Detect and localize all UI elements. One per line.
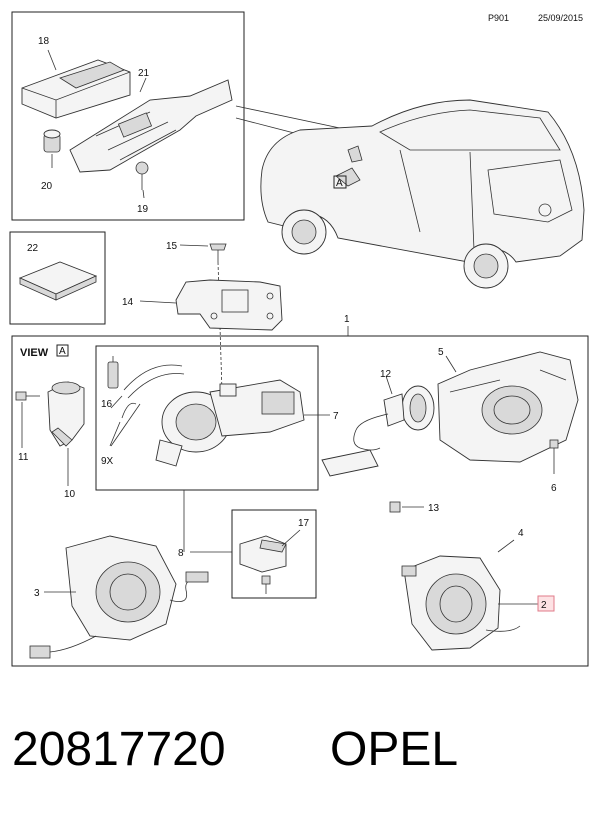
part-3-clock-spring xyxy=(29,535,209,659)
car-illustration xyxy=(260,99,585,289)
callout-2-highlight xyxy=(537,595,555,612)
page-code: P901 xyxy=(488,13,509,23)
part-number: 20817720 xyxy=(12,723,226,776)
callout-5: 5 xyxy=(438,347,444,358)
callout-21: 21 xyxy=(138,68,150,79)
part-5-steering-column-module xyxy=(437,351,579,463)
callout-8: 8 xyxy=(178,548,184,559)
callout-9x: 9X xyxy=(101,456,114,467)
callout-17: 17 xyxy=(298,518,310,529)
part-21-bracket xyxy=(69,79,233,173)
part-18-module xyxy=(21,59,131,119)
inset-box-22 xyxy=(9,231,106,325)
view-marker: A xyxy=(59,346,66,357)
view-a-box xyxy=(11,335,589,667)
part-17-switch xyxy=(239,535,287,594)
part-4-clock-spring-assembly xyxy=(401,555,521,651)
diagram-date: 25/09/2015 xyxy=(538,13,583,23)
callout-1: 1 xyxy=(344,314,350,325)
brand-name: OPEL xyxy=(330,723,458,776)
inset-box-part-7 xyxy=(95,345,319,491)
part-12-coil-harness xyxy=(321,385,435,477)
part-13-screw xyxy=(389,501,401,513)
part-14-bracket xyxy=(175,279,283,331)
view-a-marker-car: A xyxy=(333,175,347,189)
part-11-screw xyxy=(15,391,40,401)
view-marker-box xyxy=(56,344,69,357)
callout-13: 13 xyxy=(428,503,440,514)
part-19-screw xyxy=(135,161,149,190)
callout-3: 3 xyxy=(34,588,40,599)
callout-10: 10 xyxy=(64,489,76,500)
callout-18: 18 xyxy=(38,36,50,47)
callout-7: 7 xyxy=(333,411,339,422)
view-label: VIEW xyxy=(20,347,49,359)
part-9x-band xyxy=(121,364,185,419)
callout-19: 19 xyxy=(137,204,149,215)
svg-text:A: A xyxy=(336,178,343,189)
callout-4: 4 xyxy=(518,528,524,539)
callout-22: 22 xyxy=(27,243,39,254)
inset-box-module xyxy=(11,11,245,221)
part-10-lock-cylinder xyxy=(47,381,85,447)
inset-box-part-17 xyxy=(231,509,317,599)
callout-15: 15 xyxy=(166,241,178,252)
callout-16: 16 xyxy=(101,399,113,410)
callout-2: 2 xyxy=(541,600,547,611)
part-16-bolt xyxy=(107,356,119,389)
callout-11: 11 xyxy=(18,452,29,463)
part-6-screw xyxy=(549,439,559,474)
callout-14: 14 xyxy=(122,297,134,308)
callout-20: 20 xyxy=(41,181,53,192)
part-7-lock-housing xyxy=(155,379,305,467)
callout-12: 12 xyxy=(380,369,392,380)
callout-6: 6 xyxy=(551,483,557,494)
part-22-pad xyxy=(18,261,98,301)
part-20-nut xyxy=(43,129,61,153)
